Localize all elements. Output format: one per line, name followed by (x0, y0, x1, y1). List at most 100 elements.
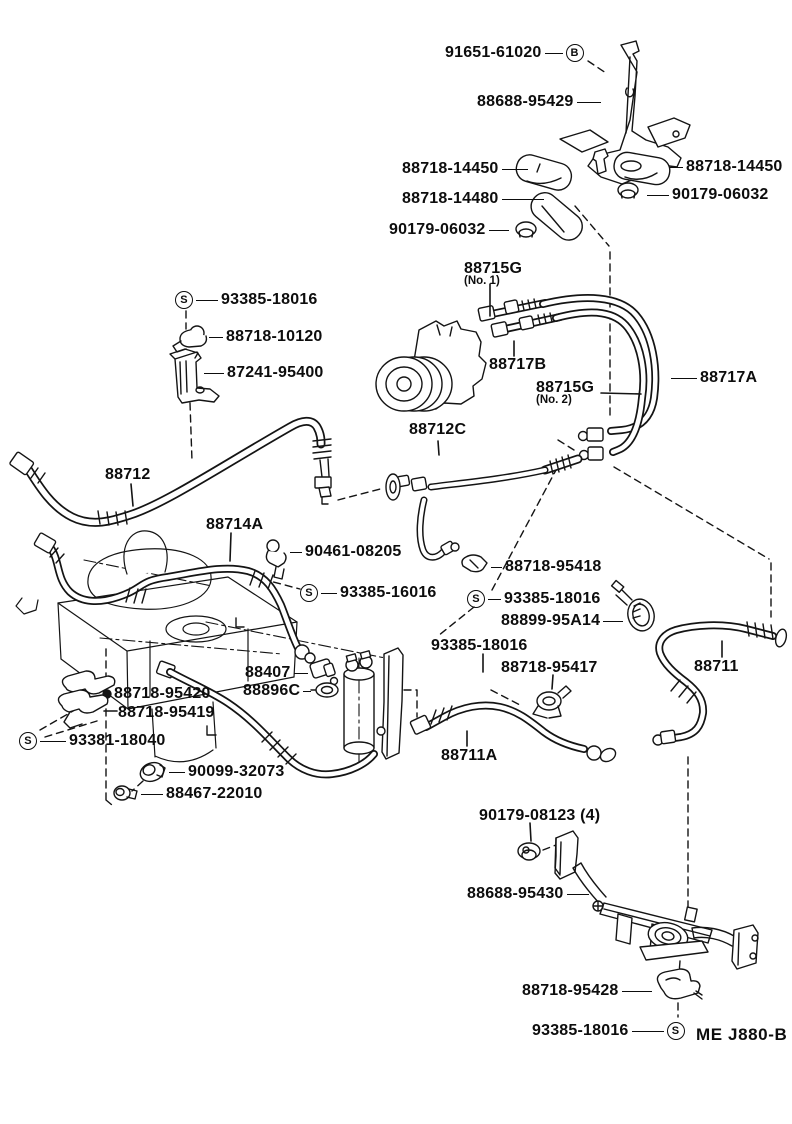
part-number: 88718-95420 (114, 685, 211, 702)
leader-line (209, 336, 223, 338)
part-label-90099-32073: 90099-32073 (166, 763, 285, 781)
screw-symbol: S (175, 291, 193, 309)
part-label-93385-18016-a: S 93385-18016 (175, 291, 318, 309)
part-number: 88688-95430 (467, 885, 564, 902)
leader-line (290, 551, 302, 553)
part-label-88714a: 88714A (206, 516, 263, 534)
leader-line (169, 771, 185, 773)
leader-line (669, 166, 683, 168)
grommet-90099-32073-drawing (139, 761, 166, 783)
leader-line (303, 690, 312, 692)
bracket-87241-95400-drawing (169, 348, 220, 404)
part-number: 88715G (464, 260, 523, 277)
part-label-88688-95430: 88688-95430 (467, 885, 592, 903)
part-label-88718-14480: 88718-14480 (402, 190, 547, 208)
pipes-88715g-88717a-drawing (539, 294, 660, 461)
part-number: 88407 (245, 664, 291, 681)
part-number: 93385-18016 (221, 291, 318, 308)
part-number: 88714A (206, 516, 264, 533)
part-label-88712c: 88712C (409, 421, 466, 439)
leader-line (501, 198, 544, 200)
part-number: 93381-18040 (69, 732, 166, 749)
part-label-90179-06032-left: 90179-06032 (389, 221, 512, 239)
receiver-drier-drawing (343, 647, 404, 760)
part-label-88717a: 88717A (668, 369, 757, 387)
part-label-93385-18016-b: S 93385-18016 (467, 590, 601, 608)
part-number: 93385-16016 (340, 584, 437, 601)
part-number: 88718-14450 (686, 158, 783, 175)
part-number: 90179-06032 (672, 186, 769, 203)
part-label-87241-95400: 87241-95400 (201, 364, 324, 382)
part-label-90179-08123: 90179-08123 (4) (479, 807, 600, 825)
part-label-88718-10120: 88718-10120 (206, 328, 323, 346)
part-number: 91651-61020 (445, 44, 542, 61)
part-label-90461-08205: 90461-08205 (287, 543, 402, 561)
leader-line (647, 194, 669, 196)
part-label-88712: 88712 (105, 466, 151, 484)
leader-line (603, 620, 624, 622)
clip-90461-08205-drawing (265, 539, 287, 580)
leader-line (488, 229, 509, 231)
hose-88714a-drawing (33, 532, 316, 664)
part-number: 88718-14450 (402, 160, 499, 177)
part-label-88718-95420: 88718-95420 (114, 685, 211, 703)
screw-symbol: S (467, 590, 485, 608)
clamp-88718-95417-drawing (532, 685, 572, 719)
clamp-88718-95418-drawing (461, 554, 488, 573)
part-label-93385-18016-c: 93385-18016 (431, 637, 528, 655)
part-label-88467-22010: 88467-22010 (138, 785, 263, 803)
part-label-93381-18040: S 93381-18040 (19, 732, 166, 750)
pipe-88717b-drawing (477, 298, 564, 338)
bolt-symbol: B (565, 44, 584, 62)
leader-line (204, 372, 224, 374)
part-number: 93385-18016 (504, 590, 601, 607)
compressor-drawing (375, 320, 487, 412)
part-label-88715g-no2: 88715G (No. 2) (536, 380, 594, 406)
pipe-88712c-drawing (385, 454, 583, 561)
leader-line (491, 566, 502, 568)
leader-line (501, 168, 528, 170)
leader-line (141, 793, 163, 795)
part-label-88718-95428: 88718-95428 (522, 982, 655, 1000)
part-label-88718-95417: 88718-95417 (501, 659, 598, 677)
part-label-88717b: 88717B (489, 356, 546, 374)
leader-lines (130, 283, 723, 842)
clamp-88718-95428-drawing (656, 968, 703, 1000)
corner-marks (206, 496, 329, 736)
screw-symbol: S (300, 584, 318, 602)
part-number: 87241-95400 (227, 364, 324, 381)
cushion-88718-14480-drawing (530, 192, 583, 241)
pipe-88711a-drawing (409, 701, 617, 763)
part-label-93385-16016: S 93385-16016 (300, 584, 437, 602)
clamp-88718-95419-drawing (57, 689, 118, 729)
part-number: 88467-22010 (166, 785, 263, 802)
part-number: 90099-32073 (188, 763, 285, 780)
part-label-88711a: 88711A (441, 747, 497, 765)
part-number: 88718-95418 (505, 558, 602, 575)
part-number: 88718-14480 (402, 190, 499, 207)
cushion-88718-14450-left-drawing (515, 154, 573, 191)
part-number: 88718-10120 (226, 328, 323, 345)
part-number: 90179-08123 (4) (479, 807, 601, 824)
part-number: 88711A (441, 747, 498, 764)
part-label-88718-14450-right: 88718-14450 (666, 158, 783, 176)
part-number: 88712C (409, 421, 467, 438)
part-number: 88711 (694, 658, 739, 675)
part-label-88718-95418: 88718-95418 (488, 558, 602, 576)
part-number: 88718-95428 (522, 982, 619, 999)
part-label-88718-14450-left: 88718-14450 (402, 160, 531, 178)
part-number: 93385-18016 (532, 1022, 629, 1039)
suction-hose-to-drier-drawing (155, 660, 378, 779)
leader-line (321, 592, 337, 594)
diagram-code: ME J880-B (696, 1025, 788, 1044)
part-number: 88688-95429 (477, 93, 574, 110)
valve-88407-drawing (309, 658, 339, 686)
leader-line (671, 377, 697, 379)
pipe-88711-drawing (652, 621, 788, 746)
screw-symbol: S (19, 732, 37, 750)
part-label-88715g-no1: 88715G (No. 1) (464, 261, 522, 287)
leader-line (293, 672, 308, 674)
